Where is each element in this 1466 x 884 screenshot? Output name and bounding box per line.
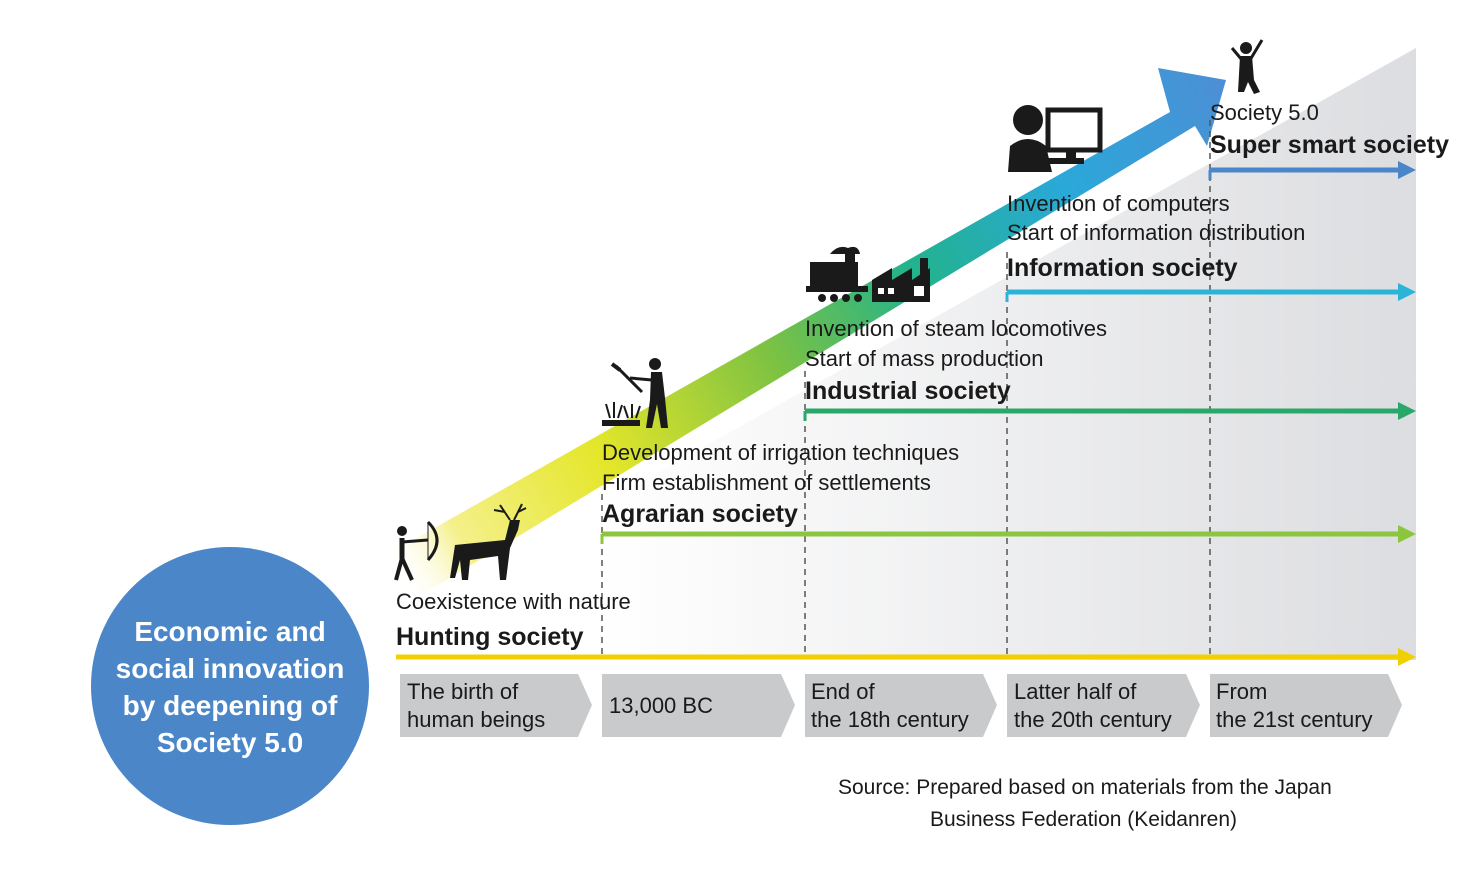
stage-description: Start of mass production: [805, 346, 1043, 371]
stage-agrarian: Development of irrigation techniques Fir…: [602, 440, 959, 528]
era-chevron: End of the 18th century: [805, 674, 997, 737]
society-lines: [396, 161, 1416, 666]
era-label: the 21st century: [1216, 707, 1373, 732]
stage-title: Hunting society: [396, 623, 584, 651]
stage-description: Coexistence with nature: [396, 589, 631, 614]
era-timeline: The birth of human beings 13,000 BC End …: [400, 674, 1402, 737]
source-line: Business Federation (Keidanren): [930, 808, 1237, 831]
era-label: human beings: [407, 707, 545, 732]
stage-description: Firm establishment of settlements: [602, 470, 931, 495]
era-label: Latter half of: [1014, 679, 1137, 704]
summary-circle: Economic and social innovation by deepen…: [91, 547, 369, 825]
era-label: the 18th century: [811, 707, 969, 732]
source-note: Source: Prepared based on materials from…: [838, 776, 1332, 831]
circle-text-line: Economic and: [134, 616, 325, 647]
era-label: From: [1216, 679, 1267, 704]
stage-super-smart: Society 5.0 Super smart society: [1210, 100, 1449, 159]
stage-description: Invention of computers: [1007, 191, 1230, 216]
stage-title: Industrial society: [805, 377, 1011, 405]
circle-text-line: Society 5.0: [157, 727, 303, 758]
stage-description: Development of irrigation techniques: [602, 440, 959, 465]
stage-hunting: Coexistence with nature Hunting society: [396, 589, 631, 651]
stage-description: Invention of steam locomotives: [805, 316, 1107, 341]
era-label: the 20th century: [1014, 707, 1172, 732]
era-chevron: From the 21st century: [1210, 674, 1402, 737]
stage-industrial: Invention of steam locomotives Start of …: [805, 316, 1107, 405]
society-line: [803, 402, 1416, 421]
computer-user-icon: [1008, 105, 1103, 172]
stage-title: Information society: [1007, 254, 1238, 282]
era-label: End of: [811, 679, 875, 704]
society-line: [396, 648, 1416, 666]
circle-text-line: social innovation: [116, 653, 345, 684]
stage-information: Invention of computers Start of informat…: [1007, 191, 1305, 282]
source-line: Source: Prepared based on materials from…: [838, 776, 1332, 799]
stage-description: Society 5.0: [1210, 100, 1319, 125]
farmer-icon: [602, 358, 668, 428]
society-line: [1208, 161, 1416, 180]
growth-arrow-body: [378, 68, 1226, 605]
stage-title: Agrarian society: [602, 500, 798, 528]
stage-description: Start of information distribution: [1007, 220, 1305, 245]
era-chevron: 13,000 BC: [602, 674, 795, 737]
locomotive-and-factory-icon: [806, 246, 930, 302]
era-chevron: Latter half of the 20th century: [1007, 674, 1200, 737]
society-line: [1005, 283, 1416, 302]
hunter-and-deer-icon: [394, 503, 527, 581]
era-label: The birth of: [407, 679, 519, 704]
society-line: [600, 525, 1416, 544]
era-chevron: The birth of human beings: [400, 674, 592, 737]
circle-text-line: by deepening of: [123, 690, 338, 721]
era-label: 13,000 BC: [609, 693, 713, 718]
cheering-person-icon: [1230, 39, 1264, 94]
stage-title: Super smart society: [1210, 131, 1449, 159]
background-triangle: [430, 48, 1416, 660]
